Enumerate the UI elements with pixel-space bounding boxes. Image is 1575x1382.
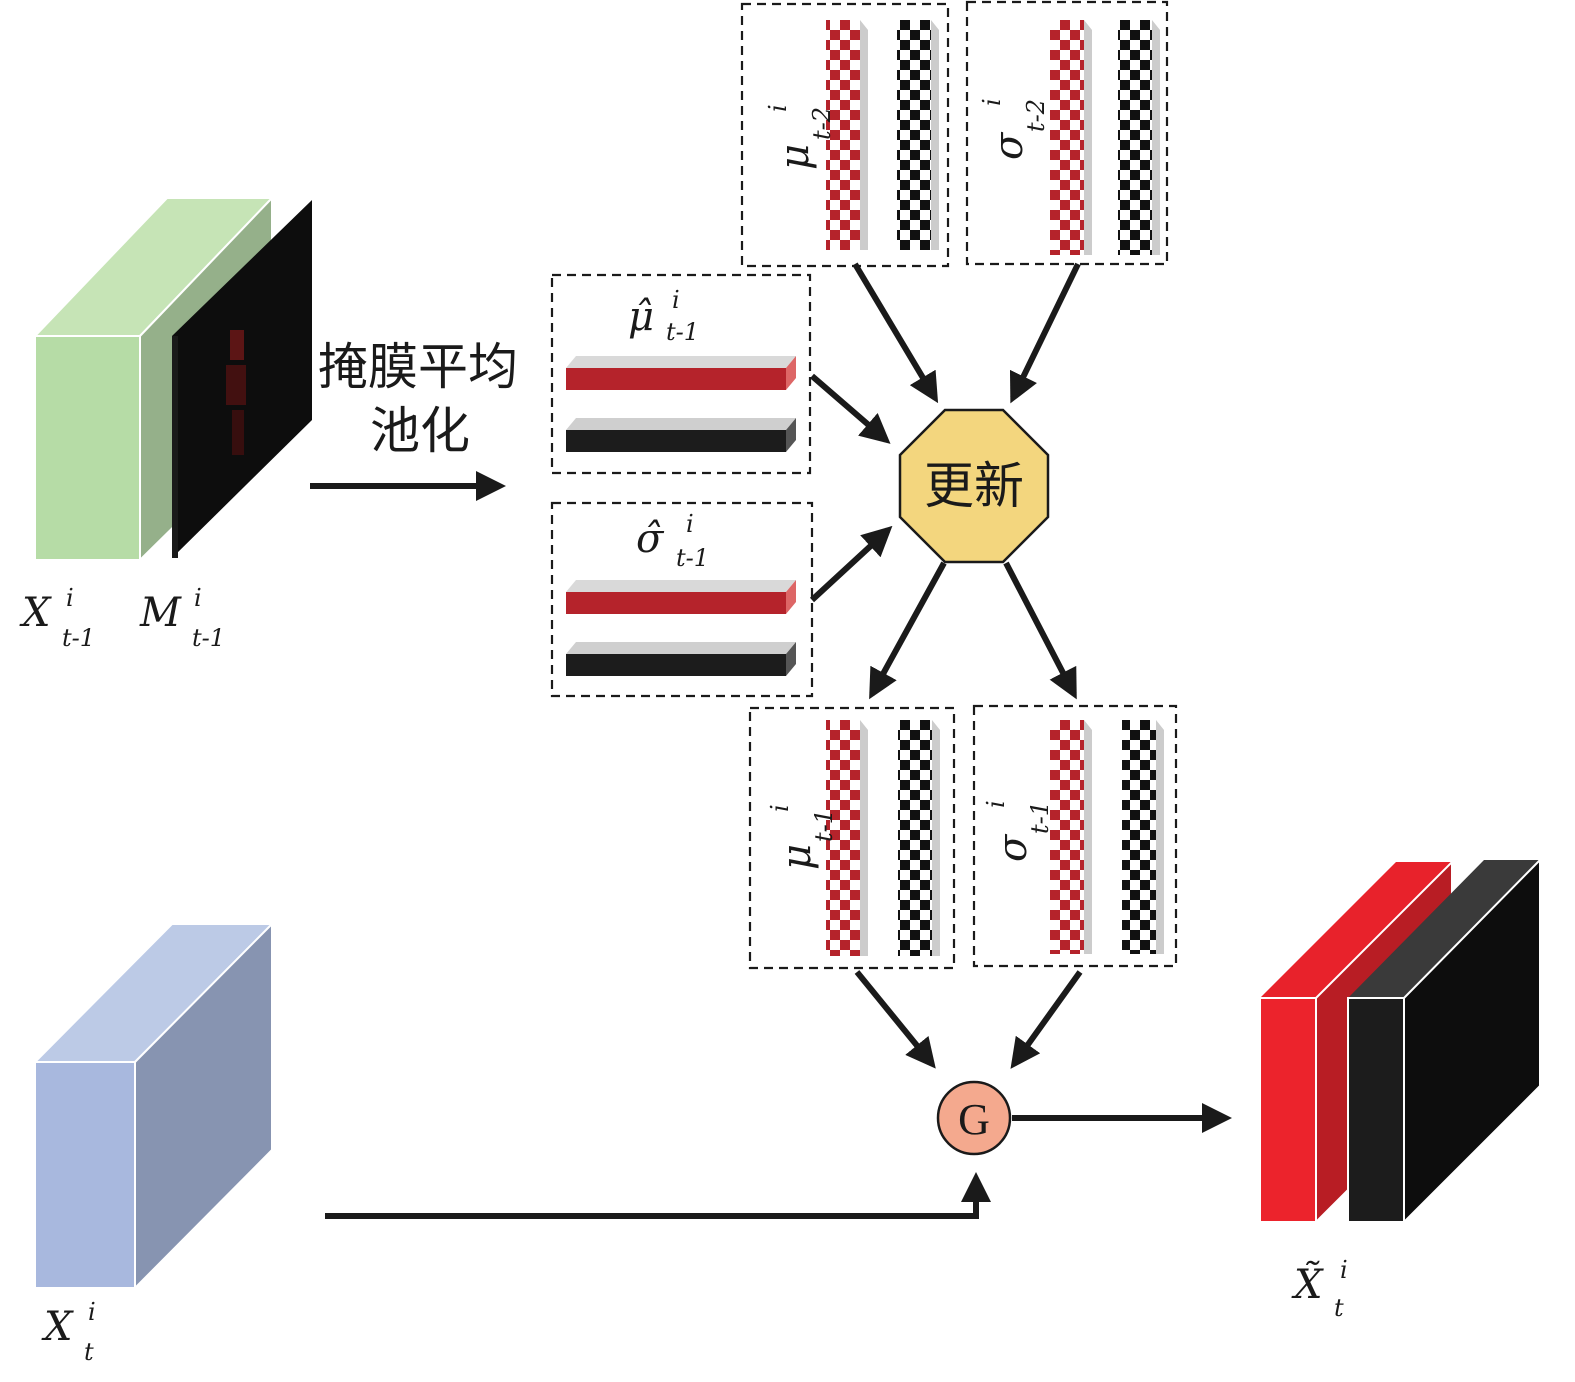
- arrow-update-to-sigma-t1: [1003, 561, 1077, 700]
- mask-cube: [172, 200, 312, 558]
- arrow-sigma-hat-to-update: [809, 525, 893, 603]
- arrow-sigma-t1-to-g: [1010, 970, 1083, 1069]
- update-label: 更新: [924, 457, 1024, 515]
- sigma-hat-box: [550, 501, 814, 698]
- x-t-label: X: [41, 1304, 74, 1350]
- mu-t1-box: [748, 706, 956, 970]
- mu-t2-sup: i: [764, 104, 792, 112]
- m-prev-sup: i: [194, 584, 202, 612]
- arrow-mu-t2-to-update: [852, 262, 939, 404]
- x-prev-sub: t-1: [62, 624, 95, 652]
- m-prev-sub: t-1: [192, 624, 225, 652]
- mu-hat-sup: i: [672, 286, 680, 314]
- x-t-sub: t: [84, 1338, 94, 1366]
- mu-hat-box: [550, 273, 812, 475]
- input-current-frame-cube: [32, 921, 275, 1291]
- sigma-t2-label: σ: [986, 131, 1032, 160]
- x-out-sup: i: [1340, 1256, 1348, 1284]
- sigma-t1-label: σ: [990, 833, 1036, 862]
- mu-hat-label: μ̂: [628, 294, 654, 340]
- mu-t1-label-group: μ i t-1: [766, 804, 838, 870]
- update-node: [898, 408, 1050, 564]
- mu-t2-sub: t-2: [808, 107, 836, 140]
- x-out-label: X̃: [1291, 1261, 1324, 1308]
- x-prev-sup: i: [66, 584, 74, 612]
- sigma-t2-sub: t-2: [1022, 99, 1050, 132]
- pooling-label-line1: 掩膜平均: [318, 338, 518, 396]
- sigma-t2-box: [965, 0, 1169, 266]
- m-prev-label: M: [139, 590, 182, 636]
- arrow-x-t-to-g: [325, 1172, 991, 1219]
- mu-t2-label: μ: [772, 144, 818, 170]
- mu-hat-sub: t-1: [666, 318, 699, 346]
- mu-t2-label-group: μ i t-2: [764, 104, 836, 170]
- sigma-hat-label: σ̂: [636, 516, 665, 562]
- sigma-hat-sup: i: [686, 510, 694, 538]
- arrow-sigma-t2-to-update: [1009, 262, 1081, 404]
- x-prev-label: X: [19, 590, 52, 636]
- arrow-update-to-mu-t1: [869, 561, 947, 700]
- mu-t1-sub: t-1: [810, 809, 838, 842]
- sigma-t1-label-group: σ i t-1: [982, 800, 1054, 862]
- arrow-mu-hat-to-update: [810, 373, 891, 444]
- g-node: [936, 1080, 1012, 1156]
- arrow-mu-t1-to-g: [854, 970, 936, 1069]
- sigma-t1-sup: i: [982, 800, 1010, 808]
- mu-t1-sup: i: [766, 804, 794, 812]
- g-label: G: [958, 1095, 990, 1144]
- sigma-t2-label-group: σ i t-2: [978, 98, 1050, 160]
- sigma-t2-sup: i: [978, 98, 1006, 106]
- pooling-label-line2: 池化: [370, 402, 470, 460]
- x-out-sub: t: [1334, 1294, 1344, 1322]
- sigma-hat-sub: t-1: [676, 544, 709, 572]
- output-cube: [1259, 857, 1541, 1225]
- x-t-sup: i: [88, 1298, 96, 1326]
- mu-t1-label: μ: [774, 844, 820, 870]
- sigma-t1-sub: t-1: [1026, 801, 1054, 834]
- sigma-t1-box: [972, 704, 1178, 968]
- mu-t2-box: [740, 2, 950, 268]
